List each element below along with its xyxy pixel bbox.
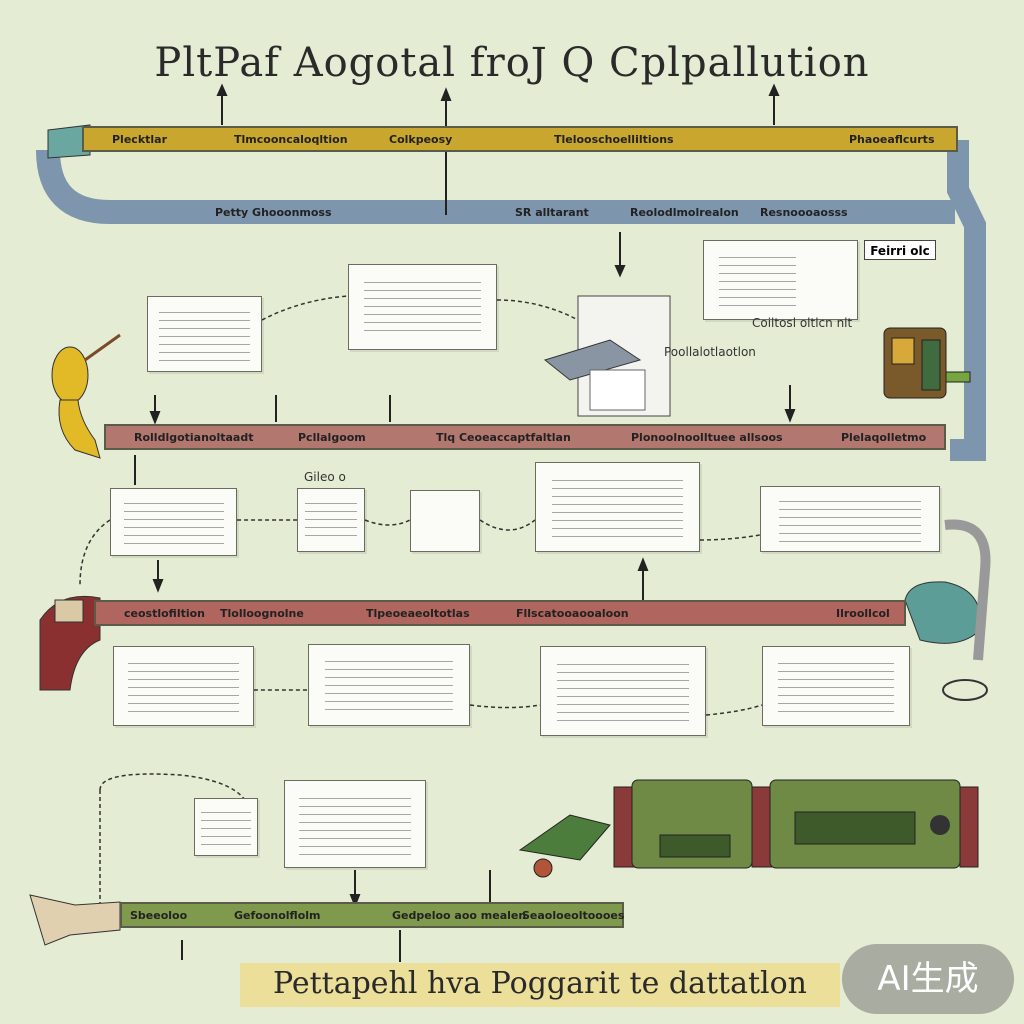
diagram-footer: Pettapehl hva Poggarit te dattatlon — [272, 966, 807, 1001]
pipe-left-cap — [47, 124, 91, 159]
bar-label: Colkpeosy — [389, 133, 453, 146]
document-card — [308, 644, 470, 726]
document-card — [194, 798, 258, 856]
document-card — [113, 646, 254, 726]
bar-label: Phaoeaflcurts — [849, 133, 935, 146]
document-card — [284, 780, 426, 868]
bar-row-4: ceostlofiltion Tlolloognolne Tlpeoeaeolt… — [94, 600, 906, 626]
bar-label: Seaoloeoltoooes — [522, 909, 625, 922]
document-card — [540, 646, 706, 736]
bar-label: Sbeeoloo — [130, 909, 188, 922]
robot-box-icon — [883, 327, 971, 399]
bar-label: Resnoooaosss — [760, 206, 848, 219]
document-card — [760, 486, 940, 552]
console-machine-icon — [518, 779, 979, 878]
bar-row-1: Plecktlar Tlmcooncaloqltion Colkpeosy Tl… — [82, 126, 958, 152]
bar-label: Tlelooschoelliltions — [554, 133, 674, 146]
bar-label: Tlq Ceoeaccaptfaltlan — [436, 431, 571, 444]
bar-row-5: Sbeeoloo Gefoonolflolm Gedpeloo aoo meal… — [120, 902, 624, 928]
bar-row-3: Rolldlgotianoltaadt Pcllalgoom Tlq Ceoea… — [104, 424, 946, 450]
grid-caption: Gileo o — [304, 470, 346, 484]
bar-label: Ilroollcol — [836, 607, 890, 620]
document-card — [297, 488, 365, 552]
bar-label: Reolodlmolrealon — [630, 206, 739, 219]
bar-label: Plelaqolletmo — [841, 431, 927, 444]
printer-icon — [543, 295, 671, 417]
bar-label: Petty Ghooonmoss — [215, 206, 332, 219]
bar-label: Tlpeoeaeoltotlas — [366, 607, 470, 620]
bar-row-2-labels: Petty Ghooonmoss SR alltarant Reolodlmol… — [110, 204, 950, 222]
small-caption: Poollalotlaotlon — [664, 345, 756, 359]
bar-label: Gedpeloo aoo mealen — [392, 909, 527, 922]
document-card — [410, 490, 480, 552]
printer-caption: Coiltosl oltlcn nlt — [752, 316, 853, 330]
person-figure-icon — [51, 333, 121, 459]
teapot-icon — [904, 519, 991, 661]
hand-icon — [29, 894, 121, 946]
bar-label: Gefoonolflolm — [234, 909, 321, 922]
bar-label: Rolldlgotianoltaadt — [134, 431, 254, 444]
bar-label: ceostlofiltion — [124, 607, 206, 620]
document-card — [762, 646, 910, 726]
document-card — [147, 296, 262, 372]
document-card — [535, 462, 700, 552]
document-card — [348, 264, 497, 350]
pipe-left — [36, 149, 955, 224]
dragon-figure-icon — [39, 595, 101, 691]
footer-band — [240, 963, 840, 1007]
diagram-title: PltPaf Aogotal froJ Q Cplpallution — [154, 40, 870, 86]
bar-label: Pcllalgoom — [298, 431, 366, 444]
label-badge: Feirri olc — [864, 240, 936, 260]
arrow-group — [134, 83, 796, 962]
document-card — [703, 240, 858, 320]
bar-label: Fllscatooaooaloon — [516, 607, 629, 620]
bar-label: Plonoolnoolltuee allsoos — [631, 431, 783, 444]
pipe-right — [947, 140, 986, 461]
ai-generated-watermark: AI生成 — [842, 944, 1014, 1014]
bar-label: Plecktlar — [112, 133, 168, 146]
bar-label: SR alltarant — [515, 206, 589, 219]
bar-label: Tlolloognolne — [220, 607, 304, 620]
eye-icon — [942, 679, 988, 701]
bar-label: Tlmcooncaloqltion — [234, 133, 348, 146]
document-card — [110, 488, 237, 556]
